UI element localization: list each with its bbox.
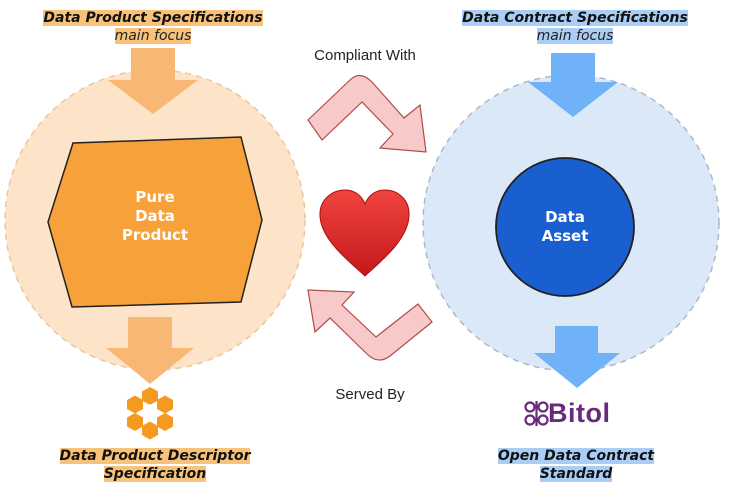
served-by-label: Served By — [335, 386, 405, 403]
dpds-hexagon-logo-icon — [127, 387, 173, 440]
right-title-block: Data Contract Specifications main focus — [455, 8, 695, 45]
data-asset-label: Data Asset — [541, 208, 589, 245]
pure-data-product-hexagon — [47, 136, 263, 308]
data-asset-circle — [495, 157, 635, 297]
left-title-block: Data Product Specifications main focus — [38, 8, 268, 45]
bitol-logo-icon — [524, 401, 549, 426]
right-title: Data Contract Specifications — [462, 10, 688, 26]
bitol-logo-text: Bitol — [548, 398, 611, 428]
right-bottom-arrow — [534, 326, 620, 388]
left-title: Data Product Specifications — [43, 10, 263, 26]
dpds-label-block: Data Product Descriptor Specification — [59, 448, 251, 483]
compliant-with-label: Compliant With — [314, 47, 416, 64]
served-by-arrow — [307, 289, 433, 361]
heart-icon — [319, 189, 410, 277]
right-subtitle: main focus — [536, 28, 614, 45]
left-top-arrow — [108, 48, 198, 114]
left-bottom-arrow — [106, 317, 194, 384]
odcs-label-block: Open Data Contract Standard — [497, 448, 655, 483]
compliant-with-arrow — [307, 74, 427, 153]
right-top-arrow — [528, 53, 618, 117]
pure-data-product-label: Pure Data Product — [121, 188, 189, 244]
left-subtitle: main focus — [114, 28, 192, 45]
